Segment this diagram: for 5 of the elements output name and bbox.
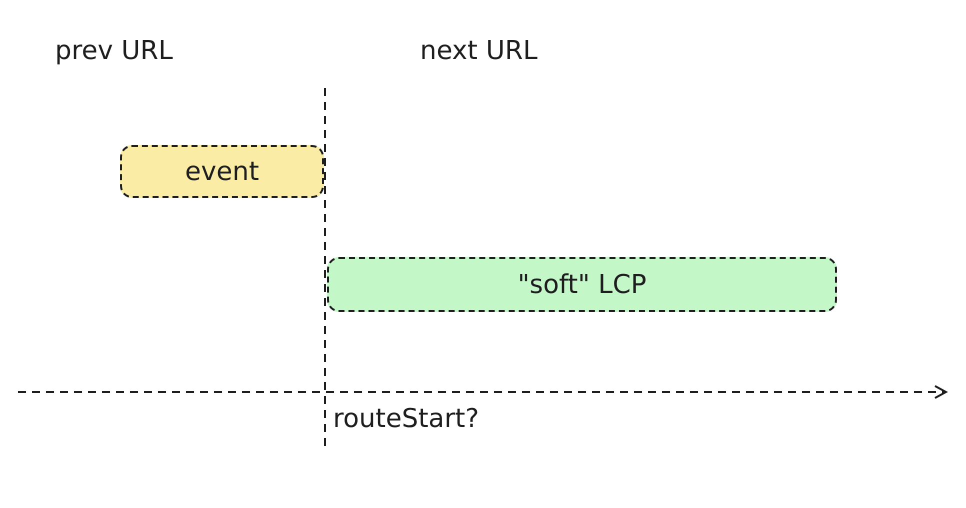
url-label: prev URL — [55, 36, 173, 66]
event-bar: event — [120, 145, 324, 198]
url-label: next URL — [420, 36, 538, 66]
lcp-bar: "soft" LCP — [327, 257, 837, 312]
axis-label: routeStart? — [333, 404, 480, 434]
